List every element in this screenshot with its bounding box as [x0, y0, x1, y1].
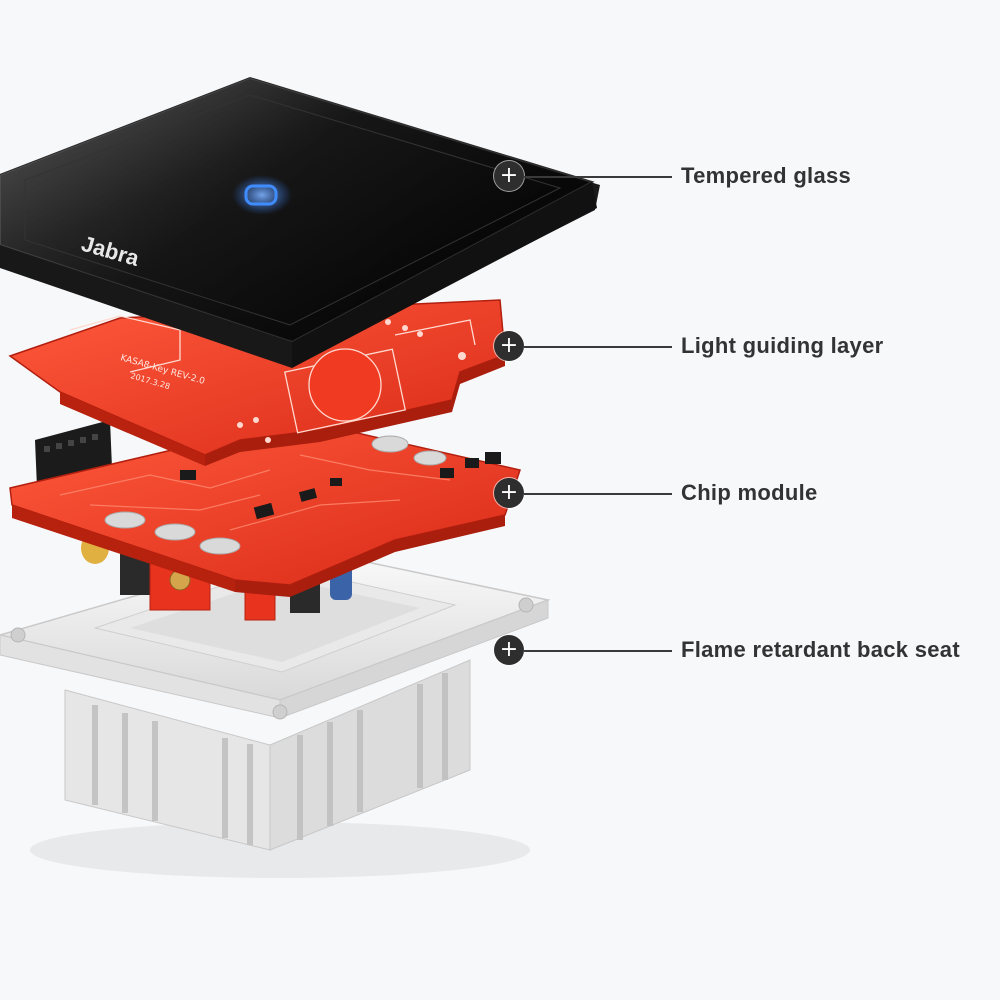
plus-icon[interactable]: +: [494, 635, 524, 665]
plus-icon[interactable]: +: [494, 161, 524, 191]
callout-label: Light guiding layer: [681, 333, 884, 358]
callout-chip-module: + Chip module: [494, 477, 994, 511]
leader-line: [524, 650, 672, 652]
plus-icon[interactable]: +: [494, 331, 524, 361]
chip-module: [9, 419, 521, 621]
callout-tempered-glass: + Tempered glass: [494, 160, 994, 194]
callout-flame-retardant-back-seat: + Flame retardant back seat: [494, 634, 994, 668]
plus-icon[interactable]: +: [494, 478, 524, 508]
light-guiding-layer: KASA8-Key REV-2.0 2017.3.28: [8, 299, 506, 466]
tempered-glass-panel: Jabra: [0, 76, 600, 368]
leader-line: [524, 176, 672, 178]
leader-line: [524, 346, 672, 348]
leader-line: [524, 493, 672, 495]
callout-label: Chip module: [681, 480, 818, 505]
callout-light-guiding-layer: + Light guiding layer: [494, 330, 994, 364]
callout-label: Tempered glass: [681, 163, 852, 188]
callout-label: Flame retardant back seat: [681, 637, 960, 662]
